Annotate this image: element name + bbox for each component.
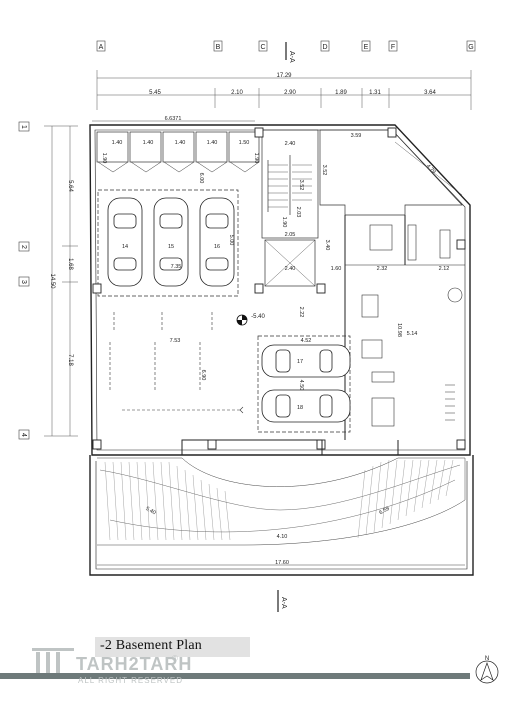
storage-dim-5: 1.50 [239,140,250,146]
stair-width: 2.40 [285,141,296,147]
drive-height: 6.90 [200,370,206,381]
brand-subtitle: ALL RIGHT RESERVED [78,676,183,685]
lift-height-2: 2.03 [295,207,301,218]
grid-col-f: F [391,44,395,51]
stair-dim-2: 3.52 [321,165,327,176]
ramp [97,457,466,566]
overall-height: 14.50 [49,273,55,289]
svg-text:6.6371: 6.6371 [165,116,182,122]
grid-row-1: 1 [20,125,27,129]
plan-title: -2 Basement Plan [100,638,202,653]
grid-row-3: 3 [20,280,27,284]
car-number-16: 16 [214,244,220,250]
ramp-right: 6.59 [378,506,390,517]
grid-col-a: A [99,44,104,51]
svg-text:-5.40: -5.40 [251,314,265,320]
storage-dim-4: 1.40 [207,140,218,146]
top-dim-5: 1.31 [369,90,381,96]
top-dim-3: 2.90 [284,90,296,96]
left-dim-3: 7.18 [67,354,73,366]
car-row-height: 5.00 [228,235,234,246]
car-number-15: 15 [168,244,174,250]
upper-parking-zone [97,189,239,297]
lower-parking-width: 4.52 [301,338,312,344]
top-dim-1: 5.45 [149,90,161,96]
brand-name: TARH2TARH [76,654,193,674]
gym-width-4: 5.14 [407,331,418,337]
overall-width: 17.29 [276,73,292,79]
top-right-diagonal: 4.79 [425,163,437,175]
top-dimension-lines [96,70,472,110]
lower-parking-zone [257,335,351,433]
storage-height-2: 1.90 [253,153,259,164]
grid-column-markers [96,40,476,52]
stair-height: 3.52 [298,180,304,191]
grid-col-g: G [468,44,473,51]
car-number-18: 18 [297,405,303,411]
top-dim-6: 3.64 [424,90,436,96]
upper-cars [107,197,235,287]
drive-width: 7.53 [170,338,181,344]
footer-bar [0,673,470,679]
grid-row-markers [18,121,30,440]
section-mark-bottom: A-A [277,590,287,612]
brand-registered: ® [172,654,178,663]
driveway-arrows [109,312,244,414]
svg-text:A-A: A-A [288,51,295,63]
storage-height: 1.90 [101,153,107,164]
car-number-14: 14 [122,244,128,250]
lift-width: 2.05 [285,232,296,238]
structural-columns [92,127,466,450]
upper-width-dim: 6.6371 [92,116,255,122]
grid-col-c: C [260,44,265,51]
parking-depth: 6.00 [198,173,204,184]
plan-title-background [95,637,250,657]
level-marker: -5.40 [236,314,265,326]
top-dim-2: 2.10 [231,90,243,96]
left-dimension-lines [44,125,78,437]
car-row-width: 7.35 [171,264,182,270]
storage-dim-2: 1.40 [143,140,154,146]
bottom-width: 17.60 [275,560,289,566]
left-dim-1: 5.64 [67,180,73,192]
top-right-width: 3.59 [351,133,362,139]
storage-dim-1: 1.40 [112,140,123,146]
ramp-left: 5.40 [144,506,156,517]
lift-height: 1.90 [281,217,287,228]
outer-walls [89,124,474,576]
grid-col-e: E [364,44,369,51]
shaft-height: 3.40 [324,240,330,251]
grid-col-b: B [216,44,221,51]
lower-parking-gap: 2.22 [298,307,304,318]
lift-width-2: 2.40 [285,266,296,272]
stair-core [261,129,319,287]
gym-width-1: 1.60 [331,266,342,272]
logo-mark [32,648,74,674]
lower-cars [261,344,351,423]
storage-dim-3: 1.40 [175,140,186,146]
top-right-room [319,129,463,216]
ramp-hatching [104,459,454,541]
top-dim-4: 1.89 [335,90,347,96]
left-dim-2: 1.68 [67,258,73,270]
gym-equipment [361,224,463,427]
svg-text:A-A: A-A [280,597,287,609]
section-mark-top: A-A [285,42,295,63]
svg-text:N: N [485,656,489,662]
lower-parking-height: 4.50 [298,380,304,391]
car-number-17: 17 [297,359,303,365]
gym-width-2: 2.32 [377,266,388,272]
storage-units [96,131,260,173]
grid-row-4: 4 [20,433,27,437]
grid-col-d: D [322,44,327,51]
north-arrow: N [475,656,499,684]
gym-height: 10.98 [396,323,402,337]
grid-row-2: 2 [20,245,27,249]
gym-width-3: 2.12 [439,266,450,272]
ramp-middle: 4.10 [277,534,288,540]
